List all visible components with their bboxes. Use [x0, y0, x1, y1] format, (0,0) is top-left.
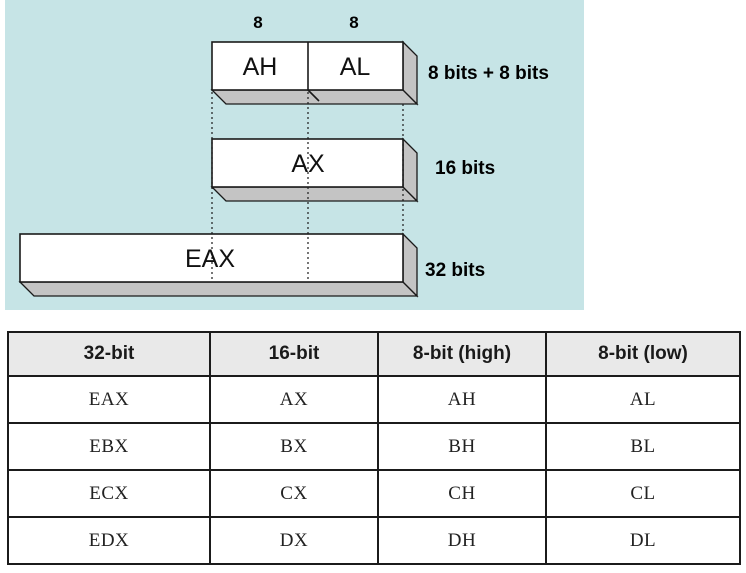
table-row-d: EDX DX DH DL [7, 516, 741, 565]
table-cell: CL [545, 469, 741, 518]
table-row-c: ECX CX CH CL [7, 469, 741, 518]
table-cell: ECX [7, 469, 211, 518]
table-header-8bit-high: 8-bit (high) [377, 331, 547, 377]
table-row-b: EBX BX BH BL [7, 422, 741, 471]
size-label-8bits: 8 bits + 8 bits [428, 63, 549, 84]
table-header-16bit: 16-bit [209, 331, 379, 377]
table-cell: AX [209, 375, 379, 424]
table-row-a: EAX AX AH AL [7, 375, 741, 424]
table-cell: BX [209, 422, 379, 471]
register-structure-diagram: 8 8 AH AL AX EAX 8 bits + 8 bits 16 bits… [5, 0, 584, 310]
table-cell: AH [377, 375, 547, 424]
table-cell: EBX [7, 422, 211, 471]
table-header-row: 32-bit 16-bit 8-bit (high) 8-bit (low) [7, 331, 741, 377]
table-cell: BH [377, 422, 547, 471]
table-cell: DX [209, 516, 379, 565]
table-cell: AL [545, 375, 741, 424]
table-cell: CX [209, 469, 379, 518]
register-label-al: AL [340, 53, 371, 81]
table-header-8bit-low: 8-bit (low) [545, 331, 741, 377]
table-cell: EAX [7, 375, 211, 424]
table-cell: BL [545, 422, 741, 471]
register-name-table: 32-bit 16-bit 8-bit (high) 8-bit (low) E… [7, 331, 741, 565]
size-label-32bits: 32 bits [425, 260, 485, 281]
register-label-ax: AX [291, 150, 325, 178]
size-label-16bits: 16 bits [435, 158, 495, 179]
register-label-eax: EAX [185, 245, 235, 273]
bit-count-label-low: 8 [349, 13, 358, 32]
ax-box-bottom-face [210, 186, 419, 202]
ah-al-divider-bevel [307, 89, 320, 102]
table-cell: EDX [7, 516, 211, 565]
register-label-ah: AH [243, 53, 278, 81]
table-cell: CH [377, 469, 547, 518]
eax-box-bottom-face [18, 281, 419, 297]
table-header-32bit: 32-bit [7, 331, 211, 377]
table-cell: DL [545, 516, 741, 565]
table-cell: DH [377, 516, 547, 565]
bit-count-label-high: 8 [253, 13, 262, 32]
